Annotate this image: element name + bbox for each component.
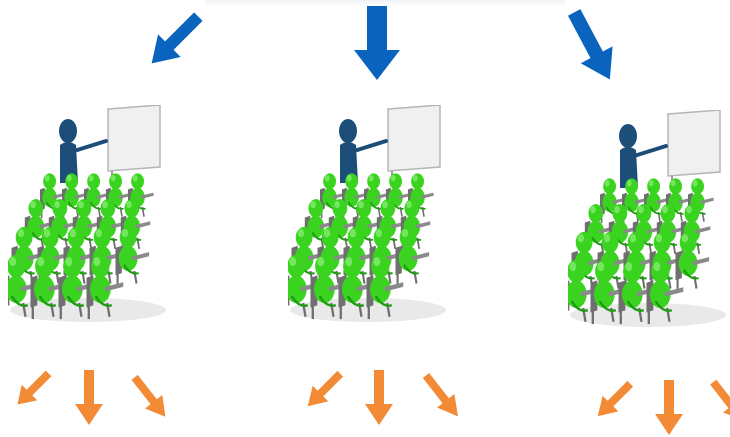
student-icon: [310, 254, 348, 320]
student-icon: [675, 231, 710, 291]
student-icon: [395, 226, 430, 286]
student-icon: [8, 254, 40, 317]
bottom-arrow-1-left: [17, 370, 52, 405]
classroom-3: [568, 110, 726, 327]
student-icon: [96, 199, 127, 251]
student-icon: [568, 259, 600, 322]
top-arrow-center: [354, 6, 400, 80]
bottom-arrow-3-right: [710, 379, 730, 420]
bottom-arrow-2-center: [365, 370, 393, 425]
classroom-2: [288, 105, 446, 322]
student-icon: [115, 226, 150, 286]
student-icon: [366, 254, 404, 320]
student-icon: [590, 259, 628, 325]
bottom-arrow-2-right: [422, 373, 459, 417]
classroom-1: [8, 105, 166, 322]
bottom-arrow-3-center: [655, 380, 683, 435]
top-arrow-right: [567, 9, 613, 80]
bottom-arrow-1-right: [131, 374, 166, 417]
bottom-arrow-2-left: [307, 370, 344, 407]
teacher-icon: [339, 119, 388, 183]
student-icon: [288, 254, 320, 317]
student-icon: [30, 254, 68, 320]
bottom-arrow-3-left: [597, 380, 634, 417]
student-icon: [618, 259, 656, 325]
teacher-icon: [619, 124, 668, 188]
whiteboard-icon: [107, 105, 161, 185]
student-icon: [646, 259, 684, 325]
student-icon: [688, 178, 714, 224]
student-icon: [62, 173, 88, 219]
top-band: [205, 0, 565, 6]
whiteboard-icon: [667, 110, 721, 190]
teacher-icon: [59, 119, 108, 183]
whiteboard-icon: [387, 105, 441, 185]
student-icon: [58, 254, 96, 320]
student-icon: [386, 173, 412, 219]
bottom-arrow-1-center: [75, 370, 103, 425]
top-arrow-left: [151, 12, 203, 64]
student-icon: [86, 254, 124, 320]
